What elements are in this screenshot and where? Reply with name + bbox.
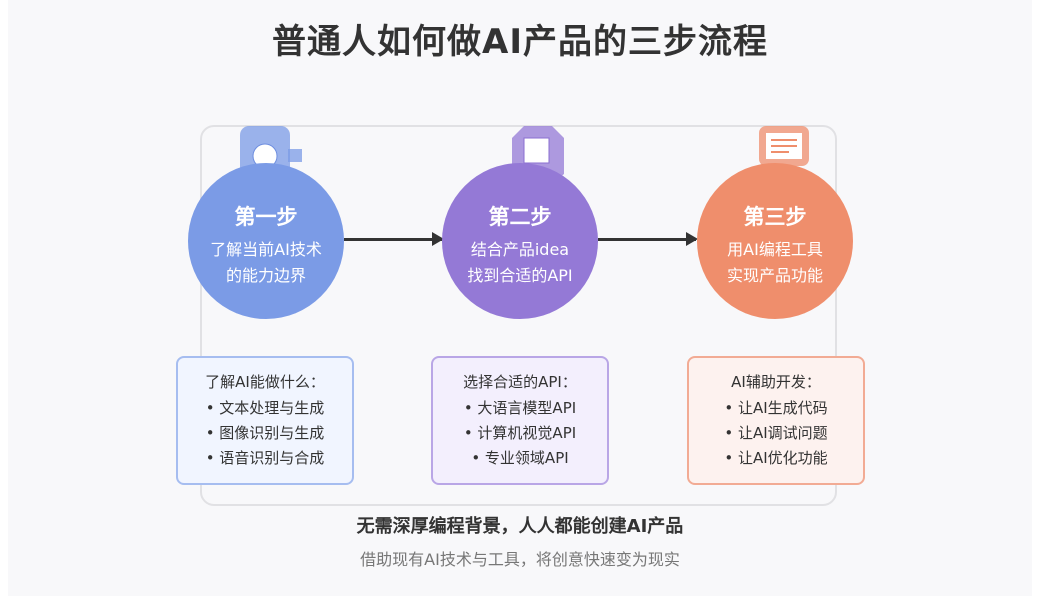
footer-headline: 无需深厚编程背景，人人都能创建AI产品 [356, 516, 684, 537]
step-3-card-item: • 让AI优化功能 [724, 449, 828, 467]
step-1-line-1: 了解当前AI技术 [210, 240, 322, 259]
step-1-card-item: • 图像识别与生成 [205, 424, 325, 442]
step-1-label: 第一步 [234, 205, 298, 229]
step-2-card-item: • 大语言模型API [463, 399, 577, 417]
step-3-line-2: 实现产品功能 [726, 266, 823, 285]
arrow-step2-to-step3 [598, 232, 698, 246]
page-background: 普通人如何做AI产品的三步流程 第一步 了解当前AI技术 的能力边界 第二步 结… [8, 0, 1032, 596]
step-3-card-item: • 让AI生成代码 [724, 399, 828, 417]
step-3-line-1: 用AI编程工具 [727, 240, 823, 259]
document-lines-icon [759, 126, 809, 166]
flow-container [200, 125, 837, 506]
step-1-card: 了解AI能做什么： • 文本处理与生成 • 图像识别与生成 • 语音识别与合成 [176, 356, 354, 485]
step-1-card-item: • 文本处理与生成 [205, 399, 325, 417]
step-1-line-2: 的能力边界 [225, 266, 306, 285]
step-2-card: 选择合适的API： • 大语言模型API • 计算机视觉API • 专业领域AP… [431, 356, 609, 485]
step-1-card-item: • 语音识别与合成 [205, 449, 325, 467]
step-1-card-heading: 了解AI能做什么： [205, 373, 325, 391]
step-2-line-2: 找到合适的API [467, 266, 573, 285]
step-2-card-item: • 专业领域API [471, 449, 569, 467]
footer-subtitle: 借助现有AI技术与工具，将创意快速变为现实 [360, 550, 680, 569]
step-3-circle: 第三步 用AI编程工具 实现产品功能 [697, 163, 853, 319]
step-2-card-item: • 计算机视觉API [463, 424, 577, 442]
step-1-circle: 第一步 了解当前AI技术 的能力边界 [188, 163, 344, 319]
step-2-circle: 第二步 结合产品idea 找到合适的API [442, 163, 598, 319]
step-2-label: 第二步 [488, 205, 552, 229]
step-2-card-heading: 选择合适的API： [463, 373, 577, 391]
arrow-step1-to-step2 [344, 232, 444, 246]
page-title: 普通人如何做AI产品的三步流程 [272, 22, 768, 62]
step-3-card-item: • 让AI调试问题 [724, 424, 828, 442]
step-2-line-1: 结合产品idea [470, 240, 570, 259]
step-3-card-heading: AI辅助开发： [731, 373, 821, 391]
step-3-label: 第三步 [743, 205, 807, 229]
step-3-card: AI辅助开发： • 让AI生成代码 • 让AI调试问题 • 让AI优化功能 [687, 356, 865, 485]
